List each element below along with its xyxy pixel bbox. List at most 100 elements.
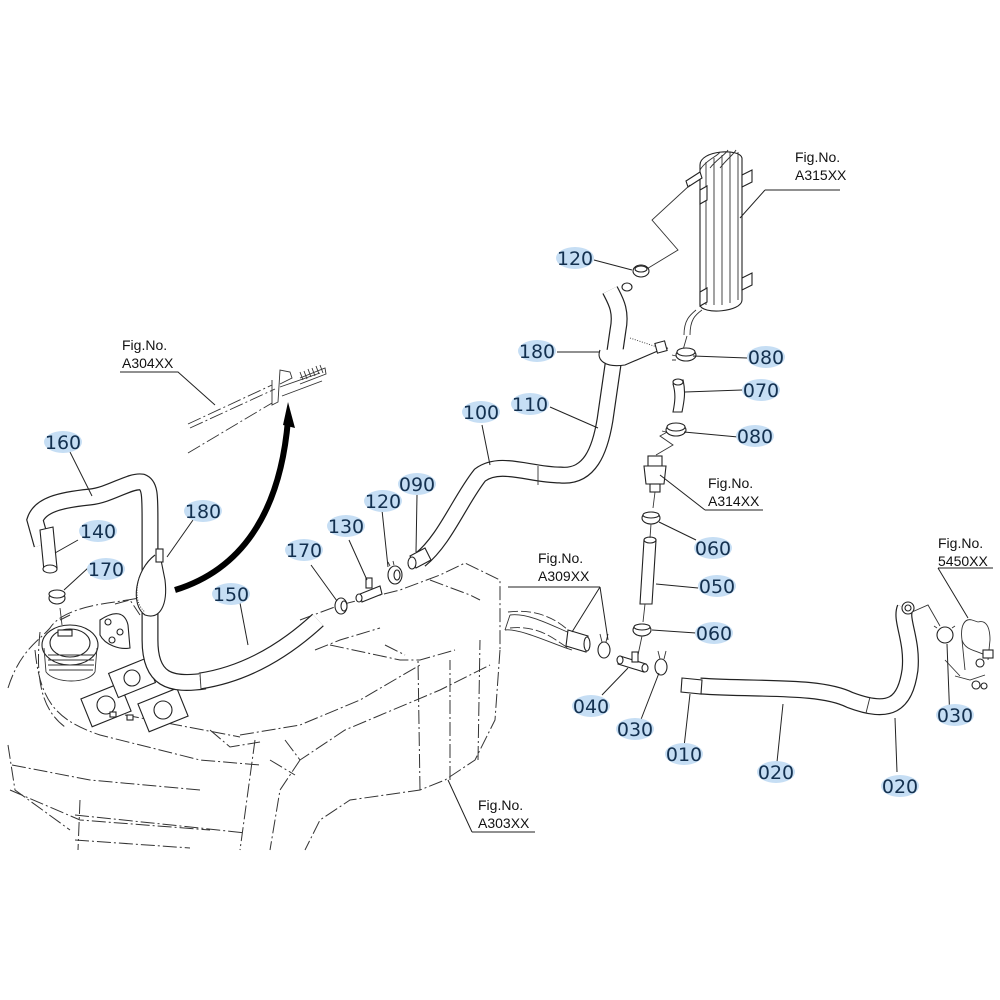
callout-number: 050	[699, 576, 735, 598]
callout-number: 140	[80, 521, 116, 543]
pipe-090	[407, 547, 432, 570]
callout-010[interactable]: 010	[665, 743, 703, 766]
callout-040[interactable]: 040	[572, 695, 610, 718]
callout-130[interactable]: 130	[327, 515, 365, 538]
callout-110[interactable]: 110	[511, 393, 549, 416]
callout-050[interactable]: 050	[698, 575, 736, 598]
callout-highlight	[79, 520, 117, 542]
callout-highlight	[327, 515, 365, 537]
injection-pipe-5450	[944, 619, 994, 690]
callout-number: 150	[213, 584, 249, 606]
callout-highlight	[44, 431, 82, 453]
figure-ref-a309xx[interactable]: Fig.No.A309XX	[538, 550, 590, 584]
callout-020[interactable]: 020	[881, 775, 919, 798]
callout-highlight	[556, 247, 594, 269]
callout-highlight	[665, 743, 703, 765]
callout-number: 080	[748, 347, 784, 369]
oil-cooler-connector-line	[644, 184, 691, 271]
figure-ref-caption: Fig.No.	[938, 535, 983, 551]
callout-120[interactable]: 120	[364, 490, 402, 513]
figure-ref-caption: Fig.No.	[795, 149, 840, 165]
figure-ref-a315xx[interactable]: Fig.No. A315XX	[795, 149, 847, 183]
oil-cooler	[683, 149, 753, 336]
callout-highlight	[757, 761, 795, 783]
hose-150	[198, 613, 324, 690]
callout-highlight	[462, 401, 500, 423]
figure-ref-code: 5450XX	[938, 553, 988, 569]
figure-ref-code: A314XX	[708, 493, 760, 509]
callout-number: 070	[743, 380, 779, 402]
callout-highlight	[364, 490, 402, 512]
joint-130	[355, 577, 383, 603]
callout-160[interactable]: 160	[44, 431, 82, 454]
callout-number: 040	[573, 696, 609, 718]
callout-080[interactable]: 080	[736, 425, 774, 448]
callout-100[interactable]: 100	[462, 401, 500, 424]
callout-highlight	[747, 346, 785, 368]
callout-060[interactable]: 060	[694, 537, 732, 560]
callout-120[interactable]: 120	[556, 247, 594, 270]
callout-number: 180	[185, 501, 221, 523]
callout-number: 080	[737, 426, 773, 448]
figure-ref-code: A315XX	[795, 167, 847, 183]
callout-number: 030	[937, 705, 973, 727]
pipe-140	[39, 526, 58, 574]
callout-180[interactable]: 180	[184, 500, 222, 523]
band-180-top	[598, 337, 669, 367]
callout-number: 060	[696, 623, 732, 645]
callout-number: 100	[463, 402, 499, 424]
figure-ref-caption: Fig.No.	[708, 475, 753, 491]
callout-highlight	[616, 718, 654, 740]
clamp-060-bottom	[632, 603, 652, 656]
callout-090[interactable]: 090	[398, 473, 436, 496]
callout-highlight	[572, 695, 610, 717]
callout-030[interactable]: 030	[616, 718, 654, 741]
callout-highlight	[881, 775, 919, 797]
callout-highlight	[511, 393, 549, 415]
callout-highlight	[936, 704, 974, 726]
callout-030[interactable]: 030	[936, 704, 974, 727]
callout-highlight	[212, 583, 250, 605]
clamp-030-mid	[654, 650, 668, 676]
callout-170[interactable]: 170	[87, 558, 125, 581]
figure-ref-code: A303XX	[478, 815, 530, 831]
callout-070[interactable]: 070	[742, 379, 780, 402]
callout-number: 020	[882, 776, 918, 798]
hose-160	[26, 473, 207, 691]
joint-040	[616, 651, 649, 673]
callout-number: 110	[512, 394, 548, 416]
figure-ref-code: A304XX	[122, 355, 174, 371]
figure-ref-5450xx[interactable]: Fig.No. 5450XX	[938, 535, 988, 569]
pipe-010	[680, 677, 703, 695]
callout-highlight	[736, 425, 774, 447]
callout-highlight	[698, 575, 736, 597]
clamp-120-top	[621, 264, 650, 292]
callout-number: 170	[286, 540, 322, 562]
callout-170[interactable]: 170	[285, 539, 323, 562]
tank-sender-plate	[80, 613, 189, 733]
hose-050	[639, 536, 657, 605]
callout-highlight	[742, 379, 780, 401]
callout-number: 060	[695, 538, 731, 560]
figure-ref-a304xx[interactable]: Fig.No.A304XX	[122, 337, 174, 371]
callout-140[interactable]: 140	[79, 520, 117, 543]
callout-number: 090	[399, 474, 435, 496]
figure-ref-caption: Fig.No.	[538, 550, 583, 566]
callout-180[interactable]: 180	[518, 340, 556, 363]
callout-080[interactable]: 080	[747, 346, 785, 369]
callout-number: 030	[617, 719, 653, 741]
callout-highlight	[87, 558, 125, 580]
figure-ref-a314xx[interactable]: Fig.No. A314XX	[708, 475, 760, 509]
callout-150[interactable]: 150	[212, 583, 250, 606]
clamp-080-bottom	[661, 422, 687, 437]
callout-020[interactable]: 020	[757, 761, 795, 784]
hose-070	[672, 378, 686, 413]
clamp-060-top	[641, 511, 661, 539]
callout-number: 170	[88, 559, 124, 581]
band-180-left	[135, 548, 167, 617]
figure-ref-a303xx[interactable]: Fig.No.A303XX	[478, 797, 530, 831]
callout-number: 120	[557, 248, 593, 270]
clamp-030-right	[911, 604, 956, 644]
callout-060[interactable]: 060	[695, 622, 733, 645]
